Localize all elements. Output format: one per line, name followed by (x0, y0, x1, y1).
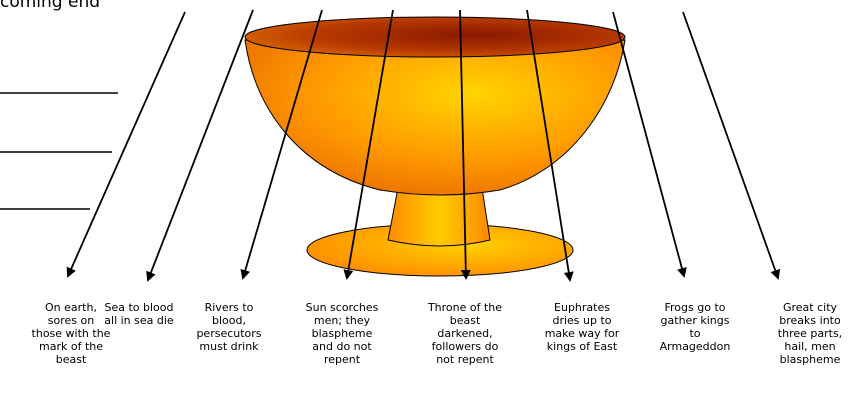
bowl-body (245, 40, 625, 195)
caption-rivers: Rivers to blood, persecutors must drink (189, 301, 269, 353)
caption-frogs: Frogs go to gather kings to Armageddon (655, 301, 735, 353)
caption-throne: Throne of the beast darkened, followers … (425, 301, 505, 366)
caption-city: Great city breaks into three parts, hail… (770, 301, 850, 366)
caption-sun: Sun scorches men; they blaspheme and do … (302, 301, 382, 366)
arrow-sea (148, 10, 253, 280)
bowl-stem (388, 188, 490, 246)
arrow-city (683, 12, 778, 278)
caption-euphrates: Euphrates dries up to make way for kings… (542, 301, 622, 353)
arrow-frogs (613, 12, 684, 276)
arrow-sores (68, 12, 185, 276)
caption-sea: Sea to blood all in sea die (99, 301, 179, 327)
bowl-rim (245, 17, 625, 57)
